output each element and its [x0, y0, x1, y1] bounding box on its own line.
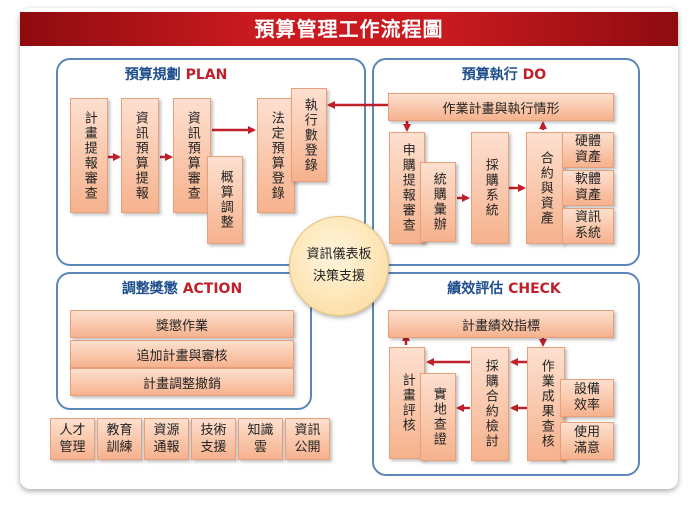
check-title-zh: 績效評估 [447, 281, 504, 297]
do-title-zh: 預算執行 [461, 67, 518, 83]
action-row-2: 追加計畫與審核 [70, 340, 294, 368]
action-row-1: 獎懲作業 [70, 310, 294, 338]
plan-box-5: 法定預算登錄 [257, 98, 295, 213]
plan-box-3: 資訊預算審查 [173, 98, 211, 213]
check-box-2: 實地查證 [420, 373, 456, 461]
center-line-1: 資訊儀表板 [306, 247, 372, 262]
plan-title-zh: 預算規劃 [124, 67, 181, 83]
action-row-3: 計畫調整撤銷 [70, 368, 294, 396]
bottom-tile-5: 知識 雲 [238, 418, 283, 460]
check-box-5: 設備 效率 [560, 379, 614, 417]
check-title: 績效評估 CHECK [372, 278, 636, 298]
check-box-4: 作業成果查核 [527, 347, 565, 461]
do-box-7: 資訊 系統 [562, 208, 614, 244]
plan-title-en: PLAN [185, 67, 228, 83]
do-top-box: 作業計畫與執行情形 [388, 93, 614, 121]
action-title-en: ACTION [182, 281, 243, 297]
page-title: 預算管理工作流程圖 [20, 12, 678, 46]
plan-box-6: 執行數登錄 [291, 88, 327, 182]
do-box-1: 申購提報審查 [389, 132, 425, 244]
check-title-en: CHECK [508, 281, 561, 297]
plan-title: 預算規劃 PLAN [56, 64, 296, 84]
check-box-3: 採購合約檢討 [471, 347, 509, 461]
plan-box-2: 資訊預算提報 [121, 98, 159, 213]
bottom-tile-4: 技術 支援 [191, 418, 236, 460]
bottom-tile-6: 資訊 公開 [285, 418, 330, 460]
plan-box-4: 概算調整 [207, 156, 243, 244]
check-top-box: 計畫績效指標 [388, 310, 614, 338]
dashboard-circle: 資訊儀表板 決策支援 [289, 216, 389, 316]
bottom-tile-3: 資源 通報 [144, 418, 189, 460]
do-box-2: 統購彙辦 [420, 162, 456, 242]
bottom-tile-1: 人才 管理 [50, 418, 95, 460]
do-box-5: 硬體 資產 [562, 132, 614, 168]
check-box-6: 使用 滿意 [560, 422, 614, 460]
action-title-zh: 調整獎懲 [121, 281, 178, 297]
do-title-en: DO [522, 67, 547, 83]
do-box-4: 合約與資產 [526, 132, 564, 244]
do-box-6: 軟體 資產 [562, 170, 614, 206]
do-box-3: 採購系統 [471, 132, 509, 244]
plan-box-1: 計畫提報審查 [70, 98, 108, 213]
bottom-tile-2: 教育 訓練 [97, 418, 142, 460]
center-line-2: 決策支援 [312, 269, 365, 284]
do-title: 預算執行 DO [372, 64, 636, 84]
action-title: 調整獎懲 ACTION [56, 278, 308, 298]
